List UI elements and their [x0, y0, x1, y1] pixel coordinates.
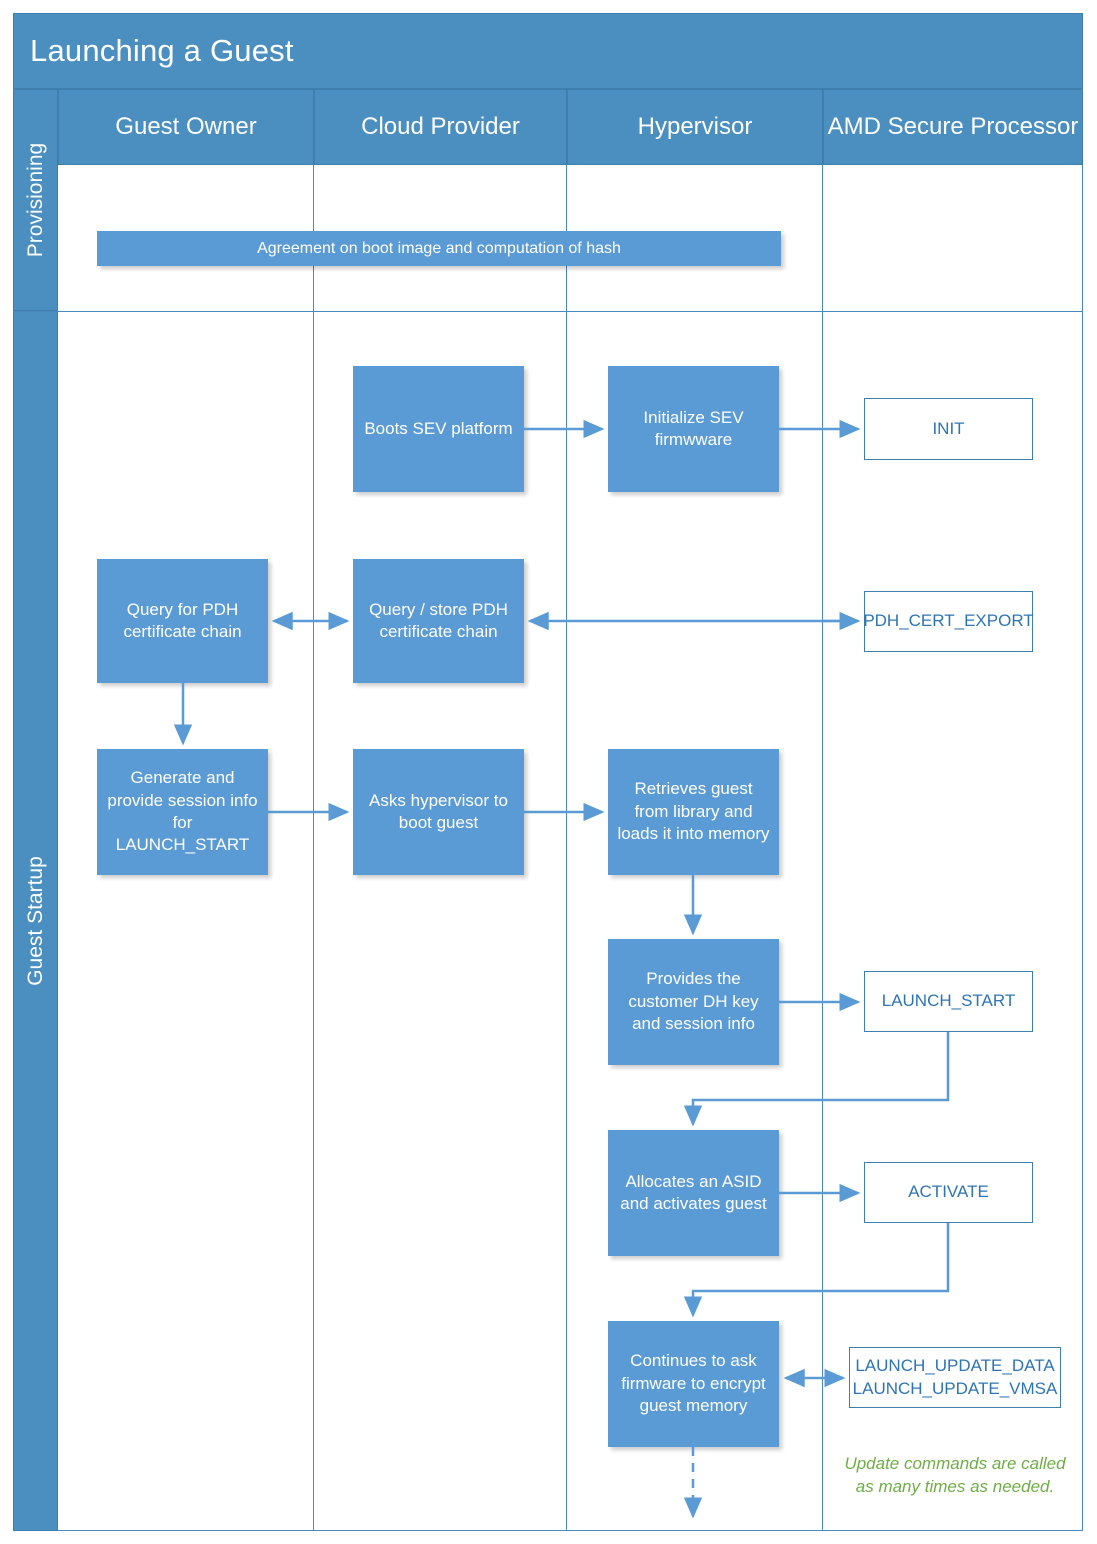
- node-query-store-pdh-certificate-chain-label: Query / store PDH certificate chain: [369, 599, 508, 641]
- banner-agreement-label: Agreement on boot image and computation …: [257, 239, 621, 257]
- node-allocates-asid: Allocates an ASID and activates guest: [608, 1130, 779, 1256]
- node-continues-ask-firmware-encrypt: Continues to ask firmware to encrypt gue…: [608, 1321, 779, 1447]
- column-header-hypervisor: Hypervisor: [567, 89, 823, 165]
- node-launch-start-command-label: LAUNCH_START: [881, 991, 1016, 1011]
- node-boots-sev-platform-label: Boots SEV platform: [364, 418, 513, 438]
- node-provides-customer-dh-key-label: Provides the customer DH key and session…: [628, 969, 759, 1034]
- diagram-title-bar: Launching a Guest: [13, 13, 1083, 89]
- node-query-pdh-certificate-chain-owner-label: Query for PDH certificate chain: [123, 599, 242, 641]
- lane-label-guest-startup-text: Guest Startup: [23, 856, 47, 986]
- node-provides-customer-dh-key: Provides the customer DH key and session…: [608, 939, 779, 1065]
- node-launch-update-data-label: LAUNCH_UPDATE_DATA: [855, 1356, 1055, 1376]
- column-separator-3: [822, 165, 823, 1531]
- node-activate-command-label: ACTIVATE: [908, 1182, 989, 1202]
- node-pdh-cert-export-command-label: PDH_CERT_EXPORT: [863, 611, 1034, 631]
- node-allocates-asid-label: Allocates an ASID and activates guest: [620, 1171, 767, 1213]
- node-initialize-sev-firmware: Initialize SEV firmwware: [608, 366, 779, 492]
- node-continues-ask-firmware-encrypt-label: Continues to ask firmware to encrypt gue…: [621, 1351, 766, 1416]
- node-launch-start-command: LAUNCH_START: [864, 971, 1033, 1032]
- page-title: Launching a Guest: [30, 33, 294, 68]
- node-generate-session-info: Generate and provide session info for LA…: [97, 749, 268, 875]
- node-generate-session-info-label: Generate and provide session info for LA…: [107, 768, 258, 855]
- node-launch-update-commands: LAUNCH_UPDATE_DATA LAUNCH_UPDATE_VMSA: [849, 1347, 1061, 1408]
- lane-label-provisioning-text: Provisioning: [23, 142, 47, 258]
- lane-label-guest-startup: Guest Startup: [13, 311, 58, 1531]
- node-query-store-pdh-certificate-chain: Query / store PDH certificate chain: [353, 559, 524, 683]
- node-launch-update-vmsa-label: LAUNCH_UPDATE_VMSA: [852, 1378, 1058, 1398]
- column-separator-2: [566, 165, 567, 1531]
- node-retrieves-guest-from-library: Retrieves guest from library and loads i…: [608, 749, 779, 875]
- node-asks-hypervisor-boot-guest: Asks hypervisor to boot guest: [353, 749, 524, 875]
- node-boots-sev-platform: Boots SEV platform: [353, 366, 524, 492]
- node-query-pdh-certificate-chain-owner: Query for PDH certificate chain: [97, 559, 268, 683]
- note-update-commands-line1: Update commands are called: [844, 1454, 1066, 1473]
- column-header-hypervisor-label: Hypervisor: [637, 113, 753, 141]
- lane-separator: [13, 311, 1083, 312]
- node-pdh-cert-export-command: PDH_CERT_EXPORT: [863, 591, 1034, 652]
- banner-agreement: Agreement on boot image and computation …: [97, 231, 781, 266]
- column-header-cloud-provider: Cloud Provider: [314, 89, 567, 165]
- column-separator-1: [313, 165, 314, 1531]
- column-header-guest-owner-label: Guest Owner: [115, 113, 257, 141]
- node-init-command-label: INIT: [932, 418, 965, 438]
- node-initialize-sev-firmware-label: Initialize SEV firmwware: [643, 407, 744, 449]
- node-retrieves-guest-from-library-label: Retrieves guest from library and loads i…: [617, 779, 770, 844]
- lane-label-provisioning: Provisioning: [13, 89, 58, 311]
- column-header-cloud-provider-label: Cloud Provider: [361, 113, 520, 141]
- column-header-guest-owner: Guest Owner: [58, 89, 314, 165]
- node-init-command: INIT: [864, 398, 1033, 460]
- note-update-commands: Update commands are called as many times…: [840, 1453, 1070, 1499]
- column-header-amd-secure-processor: AMD Secure Processor: [823, 89, 1083, 165]
- note-update-commands-line2: as many times as needed.: [855, 1476, 1055, 1496]
- node-activate-command: ACTIVATE: [864, 1162, 1033, 1223]
- column-header-amd-secure-processor-label: AMD Secure Processor: [827, 113, 1079, 141]
- node-asks-hypervisor-boot-guest-label: Asks hypervisor to boot guest: [369, 790, 508, 832]
